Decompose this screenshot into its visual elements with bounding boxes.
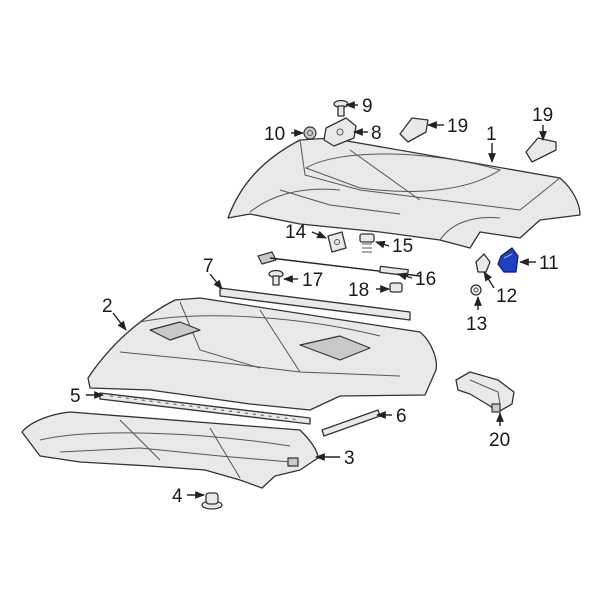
callout-7: 7 <box>203 256 214 277</box>
part-19-bumper-right <box>525 137 557 163</box>
callout-8: 8 <box>371 123 382 144</box>
callout-14: 14 <box>285 222 307 243</box>
part-16-prop-rod <box>257 251 421 277</box>
part-10-nut <box>303 126 317 140</box>
callout-1: 1 <box>486 124 497 145</box>
part-20-cover <box>455 371 515 413</box>
callout-17: 17 <box>302 270 323 291</box>
callout-12: 12 <box>496 286 517 307</box>
callout-18: 18 <box>348 280 369 301</box>
callout-3: 3 <box>344 448 355 469</box>
callout-4: 4 <box>172 486 183 507</box>
callout-19-right: 19 <box>532 105 553 126</box>
callout-20: 20 <box>489 430 510 451</box>
part-12-clip <box>475 253 491 273</box>
callout-9: 9 <box>362 96 373 117</box>
part-3-lower-panel <box>21 411 319 489</box>
part-9-bolt <box>333 99 349 117</box>
callout-6: 6 <box>396 406 407 427</box>
part-6-seal <box>321 409 381 437</box>
callout-5: 5 <box>70 386 81 407</box>
callout-2: 2 <box>102 296 113 317</box>
callout-10: 10 <box>264 124 285 145</box>
part-7-seal-strip <box>219 287 411 321</box>
callout-15: 15 <box>392 236 413 257</box>
part-11-latch-highlighted <box>497 247 519 273</box>
callout-19-left: 19 <box>447 116 468 137</box>
part-1-hood-panel <box>227 137 581 249</box>
part-17-screw <box>268 269 284 286</box>
part-14-bracket <box>327 231 347 253</box>
callout-labels: 1 2 3 4 5 6 7 8 9 10 11 12 13 14 15 16 1… <box>70 96 559 507</box>
part-15-spring-clip <box>359 233 375 253</box>
callout-13: 13 <box>466 314 487 335</box>
part-2-insulator <box>87 297 438 411</box>
part-13-pin <box>470 284 482 296</box>
part-18-grommet <box>389 282 403 293</box>
leader-lines <box>86 101 547 499</box>
part-4-clip <box>201 492 223 510</box>
part-8-bracket <box>323 117 357 147</box>
callout-16: 16 <box>415 269 436 290</box>
part-19-bumper-left <box>399 117 429 143</box>
callout-11: 11 <box>539 253 559 274</box>
